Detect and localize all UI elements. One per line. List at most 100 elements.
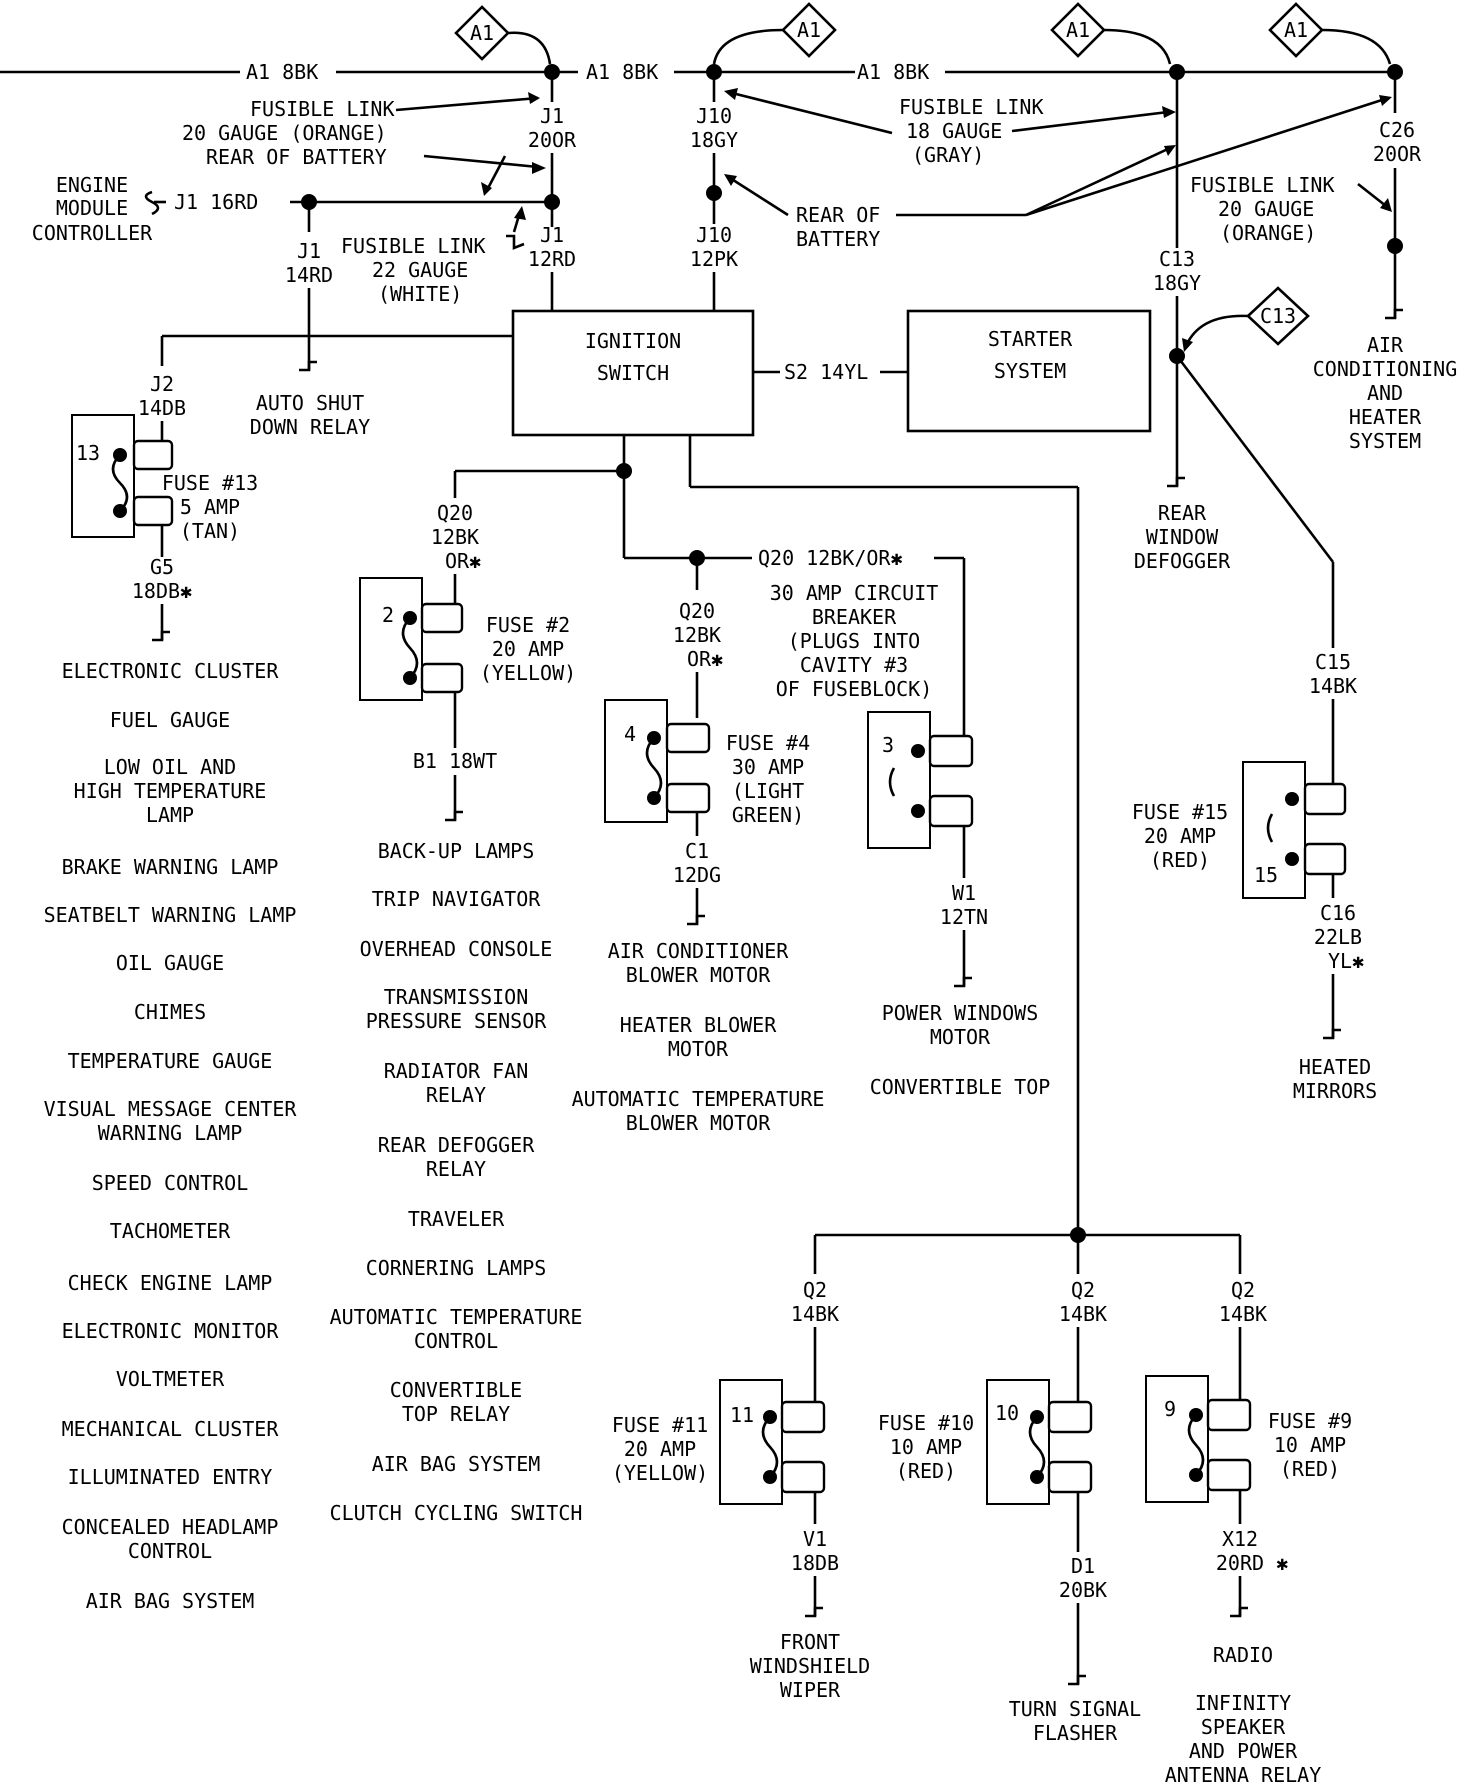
fusible-link-orange-label: FUSIBLE LINK 20 GAUGE (ORANGE) REAR OF B… bbox=[182, 92, 546, 196]
fuse-10-circuit: Q2 14BK D1 20BK bbox=[1059, 1278, 1107, 1686]
svg-text:HEATER: HEATER bbox=[1349, 405, 1422, 429]
svg-text:FUSE #10: FUSE #10 bbox=[878, 1411, 974, 1435]
svg-text:10 AMP: 10 AMP bbox=[1274, 1433, 1346, 1457]
svg-text:YL✱: YL✱ bbox=[1328, 949, 1364, 973]
svg-text:HEATED: HEATED bbox=[1299, 1055, 1371, 1079]
svg-text:12BK: 12BK bbox=[431, 525, 479, 549]
svg-text:FUSE #13: FUSE #13 bbox=[162, 471, 258, 495]
svg-text:SPEAKER: SPEAKER bbox=[1201, 1715, 1286, 1739]
svg-text:C13: C13 bbox=[1260, 304, 1296, 328]
fuse-13: 13 FUSE #13 5 AMP (TAN) bbox=[71, 414, 258, 543]
svg-text:CONVERTIBLE TOP: CONVERTIBLE TOP bbox=[870, 1075, 1051, 1099]
fusible-link-gray-label: FUSIBLE LINK 18 GAUGE (GRAY) bbox=[724, 88, 1176, 167]
svg-text:CORNERING LAMPS: CORNERING LAMPS bbox=[366, 1256, 547, 1280]
svg-text:(WHITE): (WHITE) bbox=[378, 282, 462, 306]
svg-text:MODULE: MODULE bbox=[56, 196, 128, 220]
svg-text:10: 10 bbox=[995, 1401, 1019, 1425]
svg-text:AND: AND bbox=[1367, 381, 1403, 405]
svg-text:FUEL GAUGE: FUEL GAUGE bbox=[110, 708, 230, 732]
svg-text:TURN SIGNAL: TURN SIGNAL bbox=[1009, 1697, 1141, 1721]
svg-text:CLUTCH CYCLING SWITCH: CLUTCH CYCLING SWITCH bbox=[330, 1501, 583, 1525]
svg-text:20OR: 20OR bbox=[1373, 142, 1422, 166]
svg-text:J1: J1 bbox=[540, 223, 564, 247]
svg-text:SYSTEM: SYSTEM bbox=[994, 359, 1066, 383]
svg-text:(ORANGE): (ORANGE) bbox=[1220, 221, 1316, 245]
breaker-circuit: W1 12TN bbox=[940, 826, 988, 988]
svg-text:ELECTRONIC MONITOR: ELECTRONIC MONITOR bbox=[62, 1319, 280, 1343]
fuse-10: 10 FUSE #10 10 AMP (RED) bbox=[878, 1379, 1093, 1505]
fusible-link-orange2-label: FUSIBLE LINK 20 GAUGE (ORANGE) bbox=[1190, 173, 1392, 245]
svg-text:A1: A1 bbox=[797, 18, 821, 42]
starter-system: S2 14YL STARTER SYSTEM bbox=[753, 309, 1152, 433]
svg-text:BATTERY: BATTERY bbox=[796, 227, 880, 251]
svg-text:BLOWER MOTOR: BLOWER MOTOR bbox=[626, 1111, 771, 1135]
svg-text:FUSIBLE LINK: FUSIBLE LINK bbox=[341, 234, 486, 258]
svg-text:22 GAUGE: 22 GAUGE bbox=[372, 258, 468, 282]
svg-text:10 AMP: 10 AMP bbox=[890, 1435, 962, 1459]
j1-circuit: J1 20OR J1 12RD J1 16RD J1 14RD bbox=[144, 72, 577, 372]
svg-text:SPEED CONTROL: SPEED CONTROL bbox=[92, 1171, 249, 1195]
svg-text:FUSIBLE LINK: FUSIBLE LINK bbox=[1190, 173, 1335, 197]
svg-text:C13: C13 bbox=[1159, 247, 1195, 271]
splice-a1-1: A1 bbox=[454, 5, 552, 65]
svg-text:OR✱: OR✱ bbox=[445, 549, 481, 573]
svg-text:FUSIBLE LINK: FUSIBLE LINK bbox=[899, 95, 1044, 119]
svg-text:20 GAUGE (ORANGE): 20 GAUGE (ORANGE) bbox=[182, 121, 387, 145]
svg-text:G5: G5 bbox=[150, 555, 174, 579]
fuse-2-circuit: Q20 12BK OR✱ B1 18WT bbox=[413, 501, 497, 822]
svg-text:CONDITIONING: CONDITIONING bbox=[1313, 357, 1458, 381]
svg-text:V1: V1 bbox=[803, 1527, 827, 1551]
svg-text:18GY: 18GY bbox=[690, 128, 738, 152]
svg-text:AIR BAG SYSTEM: AIR BAG SYSTEM bbox=[86, 1589, 255, 1613]
svg-text:BACK-UP LAMPS: BACK-UP LAMPS bbox=[378, 839, 535, 863]
svg-text:ILLUMINATED ENTRY: ILLUMINATED ENTRY bbox=[68, 1465, 273, 1489]
svg-text:CONCEALED HEADLAMP: CONCEALED HEADLAMP bbox=[62, 1515, 279, 1539]
svg-text:J10: J10 bbox=[696, 223, 732, 247]
svg-text:OF FUSEBLOCK): OF FUSEBLOCK) bbox=[776, 677, 933, 701]
svg-text:VISUAL MESSAGE CENTER: VISUAL MESSAGE CENTER bbox=[44, 1097, 298, 1121]
svg-text:ANTENNA RELAY: ANTENNA RELAY bbox=[1165, 1763, 1322, 1787]
c26-circuit: C26 20OR bbox=[1373, 72, 1422, 320]
svg-text:(RED): (RED) bbox=[896, 1459, 956, 1483]
svg-text:12BK: 12BK bbox=[673, 623, 721, 647]
splice-c13: C13 bbox=[1182, 286, 1310, 352]
svg-text:30 AMP: 30 AMP bbox=[732, 755, 804, 779]
svg-text:SEATBELT WARNING LAMP: SEATBELT WARNING LAMP bbox=[44, 903, 297, 927]
svg-text:AUTOMATIC TEMPERATURE: AUTOMATIC TEMPERATURE bbox=[572, 1087, 825, 1111]
svg-text:FUSE #15: FUSE #15 bbox=[1132, 800, 1228, 824]
splice-a1-4: A1 bbox=[1268, 2, 1392, 65]
svg-text:A1: A1 bbox=[1284, 18, 1308, 42]
svg-text:RADIATOR FAN: RADIATOR FAN bbox=[384, 1059, 529, 1083]
svg-text:FUSE #11: FUSE #11 bbox=[612, 1413, 708, 1437]
svg-text:FLASHER: FLASHER bbox=[1033, 1721, 1118, 1745]
svg-text:OVERHEAD CONSOLE: OVERHEAD CONSOLE bbox=[360, 937, 553, 961]
q20-circuit: Q20 12BK/OR✱ bbox=[453, 435, 1080, 1235]
svg-text:14DB: 14DB bbox=[138, 396, 186, 420]
svg-text:FUSIBLE LINK: FUSIBLE LINK bbox=[250, 97, 395, 121]
svg-text:FUSE #4: FUSE #4 bbox=[726, 731, 810, 755]
svg-text:MOTOR: MOTOR bbox=[668, 1037, 729, 1061]
svg-text:C1: C1 bbox=[685, 839, 709, 863]
svg-text:30 AMP CIRCUIT: 30 AMP CIRCUIT bbox=[770, 581, 939, 605]
rear-window-defogger: REAR WINDOW DEFOGGER bbox=[1134, 501, 1231, 573]
svg-text:D1: D1 bbox=[1071, 1554, 1095, 1578]
svg-text:ELECTRONIC CLUSTER: ELECTRONIC CLUSTER bbox=[62, 659, 280, 683]
svg-text:CHIMES: CHIMES bbox=[134, 1000, 206, 1024]
svg-text:CONTROLLER: CONTROLLER bbox=[32, 221, 153, 245]
svg-text:J10: J10 bbox=[696, 104, 732, 128]
svg-text:C15: C15 bbox=[1315, 650, 1351, 674]
svg-text:J1: J1 bbox=[540, 104, 564, 128]
wire-a1-label: A1 8BK bbox=[857, 60, 929, 84]
svg-text:TACHOMETER: TACHOMETER bbox=[110, 1219, 231, 1243]
svg-text:(YELLOW): (YELLOW) bbox=[612, 1461, 708, 1485]
ignition-switch: IGNITION SWITCH bbox=[511, 309, 755, 437]
svg-text:AND POWER: AND POWER bbox=[1189, 1739, 1298, 1763]
svg-text:REAR OF BATTERY: REAR OF BATTERY bbox=[206, 145, 387, 169]
j10-circuit: J10 18GY J10 12PK bbox=[690, 72, 738, 311]
svg-text:3: 3 bbox=[882, 733, 894, 757]
svg-text:CHECK ENGINE LAMP: CHECK ENGINE LAMP bbox=[68, 1271, 273, 1295]
svg-text:FRONT: FRONT bbox=[780, 1630, 840, 1654]
svg-text:20 AMP: 20 AMP bbox=[624, 1437, 696, 1461]
svg-text:VOLTMETER: VOLTMETER bbox=[116, 1367, 225, 1391]
